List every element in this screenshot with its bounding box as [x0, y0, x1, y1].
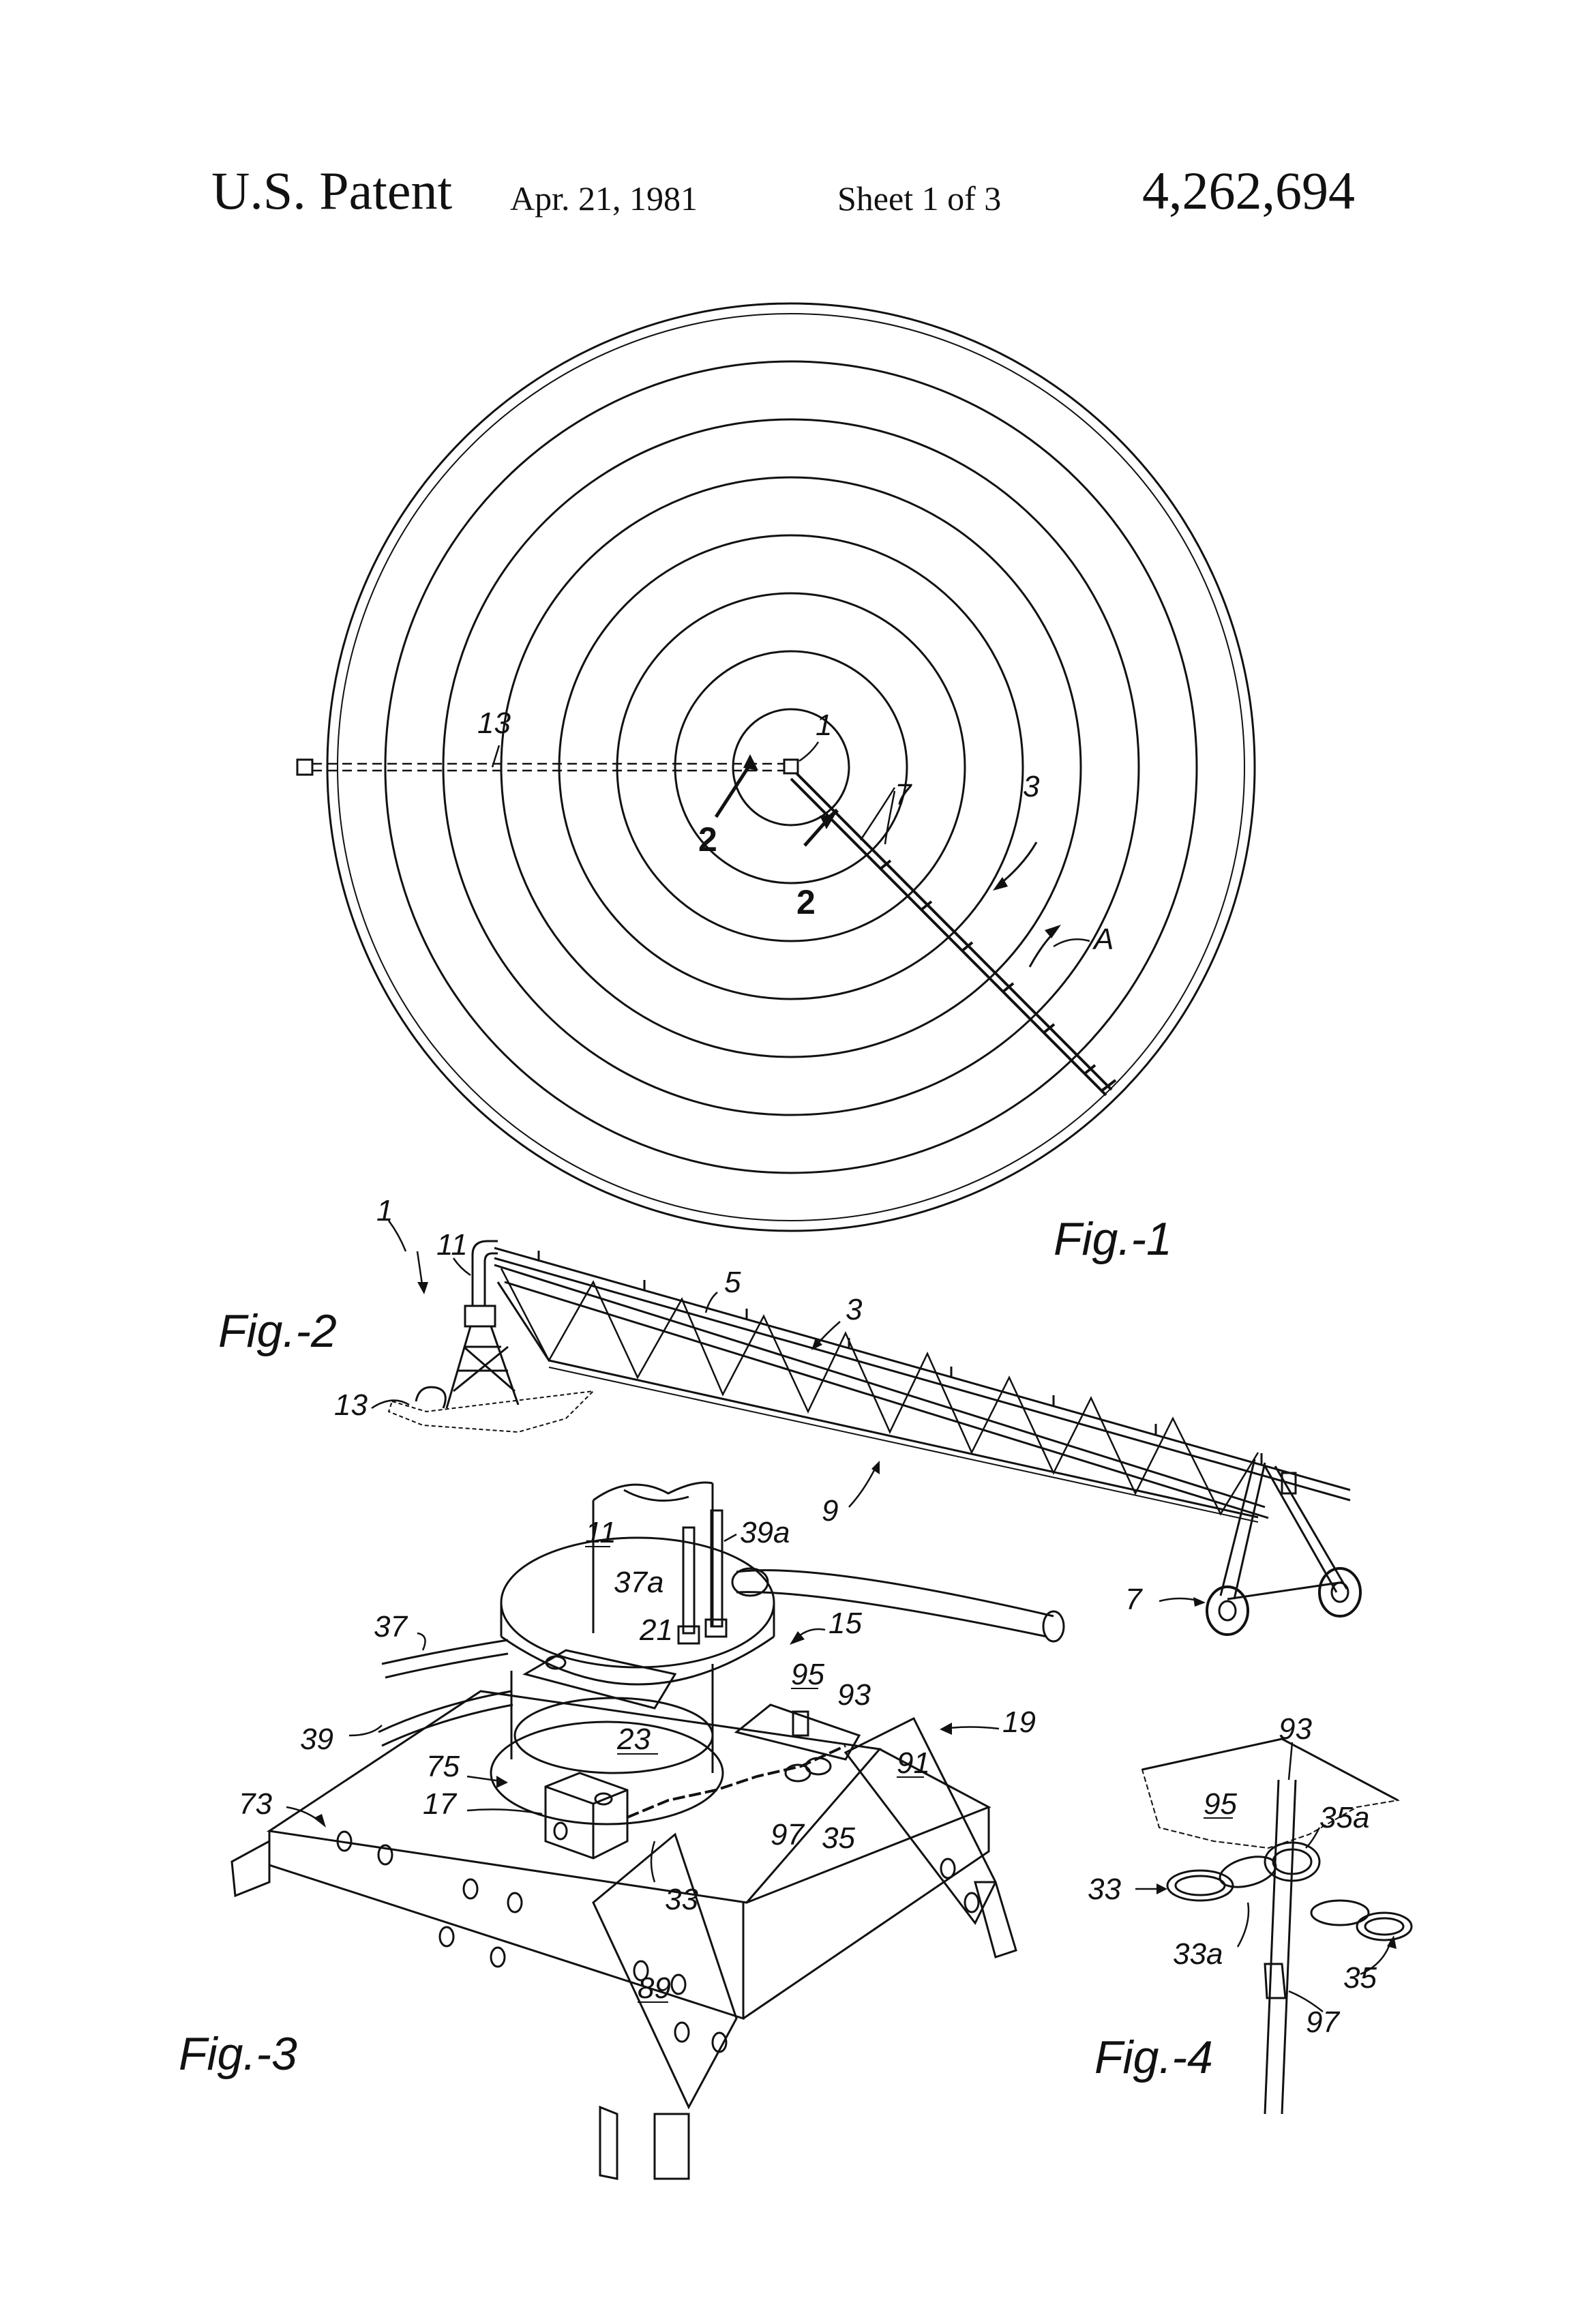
fig3-ref-17: 17 — [423, 1787, 457, 1821]
fig2-label: Fig.-2 — [218, 1305, 337, 1357]
fig4-ref-35a: 35a — [1319, 1801, 1369, 1834]
fig3-ref-35: 35 — [822, 1821, 855, 1855]
fig1-ref-3: 3 — [1023, 770, 1040, 803]
fig1-section-arrows: 2 2 — [698, 754, 835, 921]
fig2-ref-11: 11 — [436, 1228, 468, 1262]
fig3-ref-95: 95 — [791, 1658, 824, 1691]
fig3-ref-97: 97 — [771, 1818, 805, 1851]
fig4-labels: 93 95 35a 33 33a 35 97 Fig.-4 — [1088, 1712, 1397, 2083]
fig4-ref-93: 93 — [1279, 1712, 1312, 1746]
fig3-ref-91: 91 — [897, 1746, 930, 1780]
fig3-ref-33: 33 — [665, 1883, 698, 1916]
fig2-ref-1: 1 — [376, 1194, 393, 1227]
fig2-ref-13: 13 — [334, 1388, 368, 1422]
fig2-pivot-machine — [389, 1241, 1360, 1635]
fig3-ref-23: 23 — [616, 1723, 651, 1756]
fig3-label: Fig.-3 — [179, 2028, 297, 2080]
fig2-ref-5: 5 — [724, 1266, 741, 1299]
fig3-ref-37a: 37a — [614, 1566, 663, 1599]
fig4-label: Fig.-4 — [1094, 2031, 1213, 2083]
fig1-supply-line — [297, 760, 784, 775]
fig3-ref-11: 11 — [585, 1516, 616, 1549]
fig3-ref-73: 73 — [239, 1787, 272, 1821]
fig4-ref-95: 95 — [1204, 1787, 1237, 1821]
fig3-ref-89: 89 — [638, 1971, 671, 2005]
fig1-label: Fig.-1 — [1054, 1213, 1172, 1265]
fig3-ref-93: 93 — [837, 1678, 871, 1712]
fig1-circle-field — [327, 303, 1255, 1231]
fig3-ref-21: 21 — [639, 1613, 673, 1647]
fig2-ref-3: 3 — [846, 1293, 863, 1326]
fig3-ref-39a: 39a — [740, 1516, 790, 1549]
fig3-ref-37: 37 — [374, 1610, 408, 1643]
fig1-ref-13: 13 — [477, 706, 511, 740]
fig3-ref-39: 39 — [300, 1723, 333, 1756]
fig4-ref-33: 33 — [1088, 1873, 1121, 1906]
fig3-ref-19: 19 — [1002, 1705, 1036, 1739]
fig1-pivot-box — [784, 760, 798, 773]
fig1-ref-A: A — [1092, 923, 1114, 956]
fig1-ref-7: 7 — [895, 778, 912, 811]
fig1-section-label-lower: 2 — [796, 883, 816, 921]
fig2-ref-7: 7 — [1125, 1583, 1143, 1616]
fig1-section-label-upper: 2 — [698, 820, 717, 859]
fig1-ref-1: 1 — [816, 709, 832, 742]
fig4-ref-97: 97 — [1306, 2006, 1340, 2039]
fig3-ref-15: 15 — [829, 1607, 862, 1640]
fig3-ref-75: 75 — [426, 1750, 460, 1783]
fig4-ref-33a: 33a — [1173, 1937, 1223, 1971]
fig4-ref-35: 35 — [1343, 1961, 1377, 1995]
fig2-ref-9: 9 — [822, 1494, 838, 1528]
